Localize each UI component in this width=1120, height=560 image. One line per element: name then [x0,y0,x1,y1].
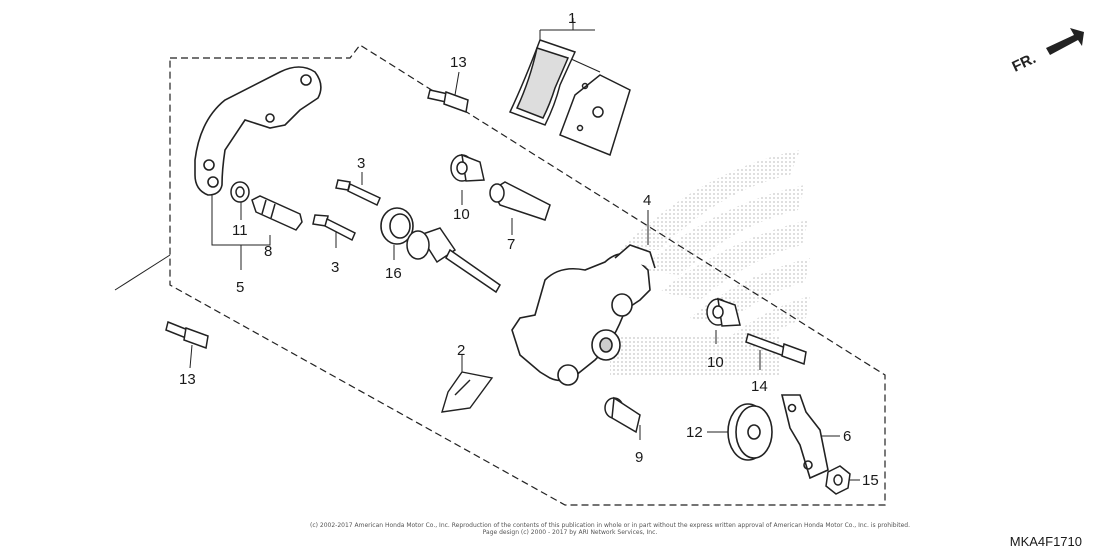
seal-ring-part-16 [380,207,414,245]
sleeve-part-7 [489,181,551,221]
stay-part-6 [780,394,829,480]
callout-13-upper: 13 [450,54,467,71]
clip-part-2 [441,371,494,413]
copyright-line-1: (c) 2002-2017 American Honda Motor Co., … [310,522,910,529]
callout-13-lower: 13 [179,371,196,388]
front-direction-arrow: FR. [1010,28,1084,76]
nut-part-15 [825,465,851,495]
boot-part-10-lower [706,297,741,327]
bolt-part-3-lower [312,214,356,242]
diagram-code: MKA4F1710 [1009,534,1082,549]
callout-5: 5 [236,279,244,296]
callout-6: 6 [843,428,851,445]
assembly-frame [169,44,886,506]
callout-1: 1 [568,10,576,27]
washer-part-11 [230,181,250,203]
callout-2: 2 [457,342,465,359]
caliper-body-part-4 [511,244,656,386]
callout-14: 14 [751,378,768,395]
callout-10-lower: 10 [707,354,724,371]
brake-pads-part-1 [508,39,631,156]
bolt-part-3-upper [335,179,381,207]
callout-7: 7 [507,236,515,253]
callout-8: 8 [264,243,272,260]
callout-3-lower: 3 [331,259,339,276]
callout-11: 11 [232,222,248,239]
bleeder-part-9 [604,396,641,434]
piston-with-pin [406,227,501,294]
copyright-line-2: Page design (c) 2000 - 2017 by ARI Netwo… [482,529,658,536]
callout-4: 4 [643,192,651,209]
callout-15: 15 [862,472,879,489]
copyright-notice: (c) 2002-2017 American Honda Motor Co., … [310,522,910,536]
leader-lines [114,18,860,481]
honda-wing-watermark [610,150,810,377]
callout-10-upper: 10 [453,206,470,223]
front-label: FR. [1010,50,1039,76]
bolt-part-13-lower [165,320,209,350]
callout-numbers: 1 13 3 10 7 4 11 8 5 3 16 2 10 14 12 6 9… [179,10,879,489]
roller-part-12 [727,403,773,461]
bolt-part-14 [745,333,807,366]
callout-9: 9 [635,449,643,466]
caliper-bracket [194,66,322,196]
bolt-part-13-upper [427,89,469,114]
boot-part-10-upper [450,153,485,182]
pin-part-8 [251,195,303,231]
callout-16: 16 [385,265,402,282]
callout-12: 12 [686,424,703,441]
callout-3-upper: 3 [357,155,365,172]
